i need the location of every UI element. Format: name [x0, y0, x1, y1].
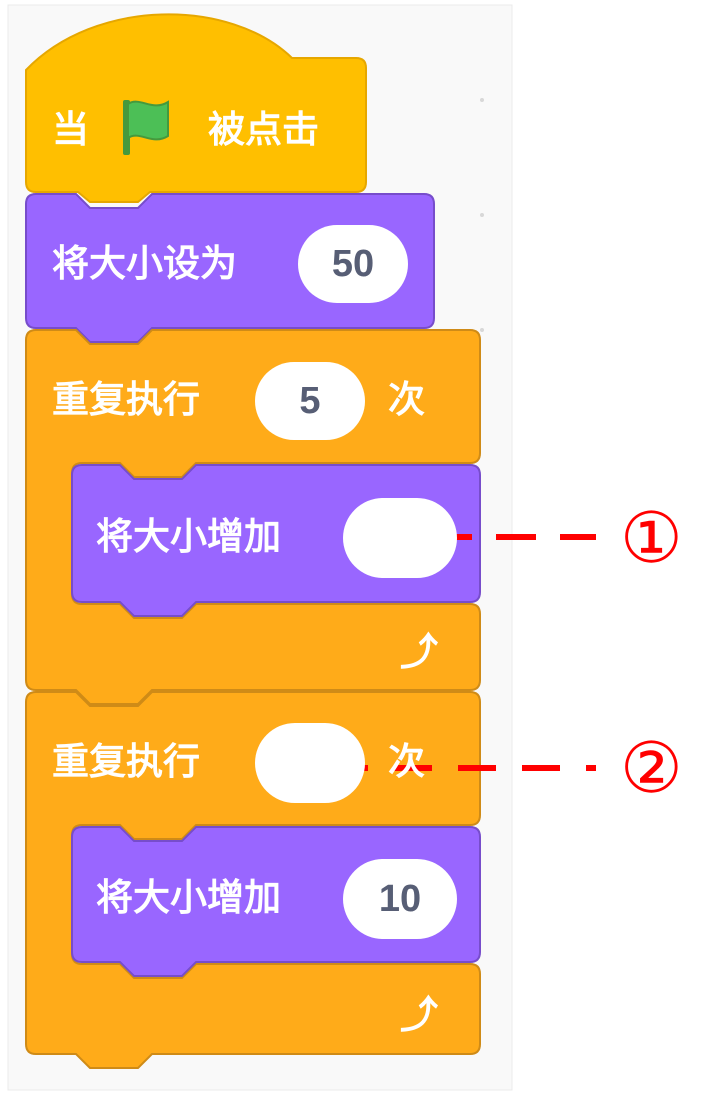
change-size-1-label: 将大小增加	[96, 515, 281, 558]
workspace-dot	[480, 98, 484, 102]
when-flag-clicked-block[interactable]	[25, 13, 367, 203]
change-size-2-label: 将大小增加	[96, 876, 281, 919]
hat-suffix-label: 被点击	[208, 108, 319, 151]
repeat-1-unit-label: 次	[388, 378, 425, 421]
workspace-dot	[480, 328, 484, 332]
loop-arrow-icon: ⤴	[400, 630, 439, 674]
callout-number-2: ②	[620, 727, 683, 809]
repeat-1-count-input[interactable]: 5	[255, 362, 365, 440]
repeat-2-count-input[interactable]	[255, 723, 365, 803]
repeat-2-unit-label: 次	[388, 740, 425, 783]
workspace-dot	[480, 213, 484, 217]
hat-prefix-label: 当	[52, 108, 89, 151]
change-size-2-input[interactable]: 10	[343, 859, 457, 939]
loop-arrow-icon: ⤴	[400, 993, 439, 1037]
callout-number-1: ①	[620, 497, 683, 579]
repeat-1-label: 重复执行	[52, 378, 200, 421]
change-size-1-input[interactable]	[343, 498, 457, 578]
set-size-label: 将大小设为	[52, 242, 237, 285]
set-size-input[interactable]: 50	[298, 225, 408, 303]
green-flag-icon	[123, 100, 169, 155]
repeat-2-label: 重复执行	[52, 740, 200, 783]
